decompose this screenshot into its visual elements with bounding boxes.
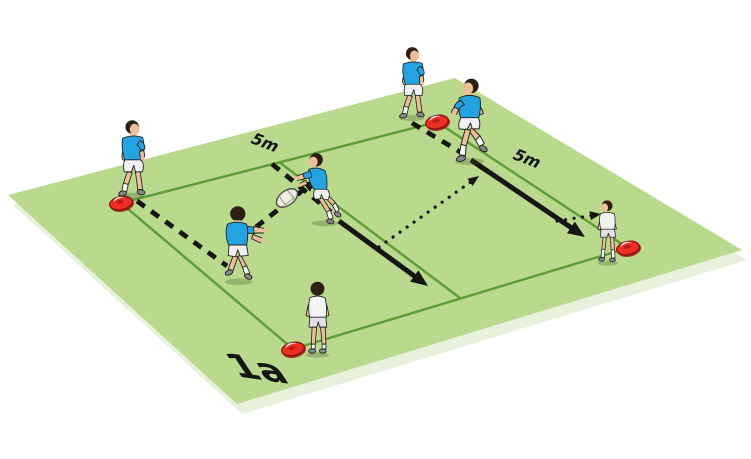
- arrow-runner-approach: [410, 120, 469, 159]
- arrow-receiver-approach: [270, 162, 333, 214]
- grid-line-bottom-left: [120, 202, 294, 350]
- rugby-ball: [275, 188, 299, 208]
- arrow-pass-feed-left: [135, 199, 229, 268]
- arrow-support-run: [377, 176, 479, 249]
- cone-right: [616, 240, 641, 257]
- player-blue-left-feeder: [117, 120, 146, 199]
- cone-bottom: [281, 341, 306, 358]
- player-blue-runner: [451, 78, 488, 165]
- player-blue-top-feeder: [398, 47, 425, 121]
- arrow-pop-pass: [555, 211, 601, 223]
- player-white-bottom: [305, 281, 330, 358]
- arrow-runner-run: [469, 157, 585, 237]
- grid-line-top-right: [436, 120, 629, 250]
- player-blue-passer: [224, 206, 267, 285]
- grid-line-right-bottom: [292, 246, 629, 351]
- player-blue-receiver: [295, 153, 342, 227]
- cone-top: [425, 114, 450, 131]
- field-surface: [8, 78, 742, 404]
- player-white-right-receiver: [597, 200, 618, 266]
- cone-left: [109, 195, 134, 212]
- arrow-receiver-run: [337, 218, 428, 286]
